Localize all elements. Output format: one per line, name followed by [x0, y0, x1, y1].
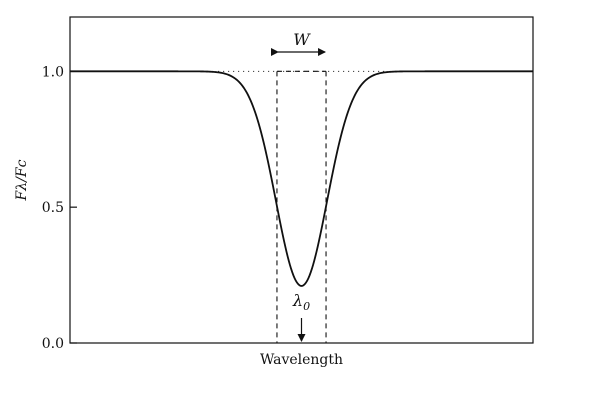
line-center-subscript: 0 — [303, 300, 310, 313]
annotation-group — [270, 48, 327, 342]
y-tick-label: 1.0 — [42, 64, 64, 80]
x-axis-label: Wavelength — [260, 352, 343, 368]
y-tick-label: 0.5 — [42, 200, 64, 216]
y-ticks-group: 0.0 0.5 1.0 — [42, 64, 77, 352]
series-line — [70, 70, 533, 287]
plot-frame-group — [69, 16, 534, 344]
y-axis-label: Fλ/Fc — [14, 159, 30, 201]
y-tick-label: 0.0 — [42, 336, 64, 352]
equivalent-width-label: W — [293, 30, 311, 49]
series-group — [70, 70, 533, 287]
line-center-label: λ0 — [292, 291, 310, 313]
line-center-symbol: λ — [292, 291, 303, 310]
plot-frame — [69, 16, 534, 344]
